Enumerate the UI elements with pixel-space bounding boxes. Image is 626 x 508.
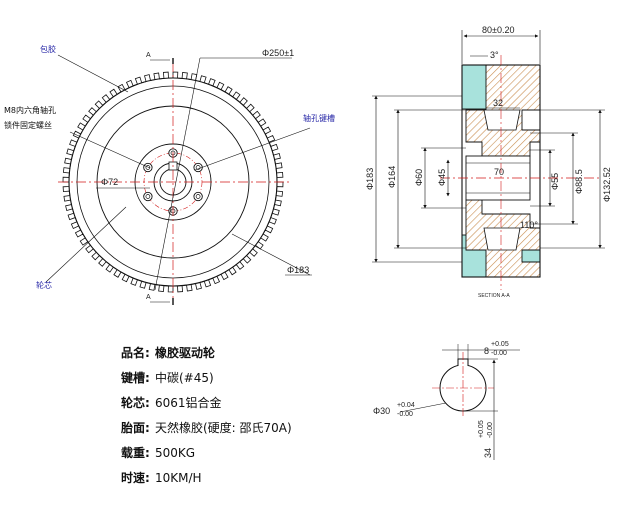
dim-70: 70: [494, 167, 504, 177]
tire-callout: 包胶: [40, 44, 56, 54]
dim-60: Φ60: [414, 169, 424, 186]
spec-name-label: 品名:: [121, 345, 150, 360]
section-label: SECTION A-A: [478, 293, 510, 299]
bolt-hole: [143, 162, 153, 173]
keyway-callout-leader: [194, 127, 311, 171]
dim-45: Φ45: [437, 169, 447, 186]
bolt-hole: [143, 191, 153, 202]
dim-132-52: Φ132.52: [602, 167, 612, 202]
web-cutout-top: [483, 109, 521, 131]
bolt-hole: [193, 191, 203, 202]
dim-32: 32: [493, 98, 503, 108]
angle-top-dim: 3°: [490, 50, 499, 60]
section-mark-label-bottom: A: [146, 294, 151, 301]
dim-164: Φ164: [387, 166, 397, 188]
front-view: A A 包胶 Φ250±1 M8内六角轴孔 锁件固定螺丝 轴孔键槽 Φ72 轮芯…: [4, 44, 335, 305]
web-cutout-bottom: [483, 227, 521, 251]
bore-tol-upper: +0.04: [397, 402, 415, 409]
spec-block: 品名: 橡胶驱动轮 键槽: 中碳(#45) 轮芯: 6061铝合金 胎面: 天然…: [120, 345, 292, 485]
spec-load-label: 载重:: [121, 445, 150, 460]
bore-dim-leader: [399, 402, 447, 413]
section-view: 80±0.20 3° 32 70 110° Φ183 Φ164 Φ60 Φ45 …: [365, 25, 612, 299]
bolt-hole-inner: [145, 165, 151, 170]
bolt-callout-leader: [69, 131, 151, 169]
dim-183: Φ183: [365, 168, 375, 190]
bolt-hole-inner: [195, 194, 201, 199]
spec-name-value: 橡胶驱动轮: [155, 345, 216, 360]
core-diameter-dim: Φ183: [287, 265, 309, 275]
width-dim: 80±0.20: [482, 25, 514, 35]
key-width-dim: 8: [484, 346, 489, 356]
section-mark-label-top: A: [146, 52, 151, 59]
key-depth-tol-upper: +0.05: [478, 420, 485, 438]
core-callout-leader: [45, 206, 127, 283]
bolt-hole-inner: [145, 194, 151, 199]
core-dim-leader: [231, 233, 311, 276]
dim-88-5: Φ88.5: [574, 169, 584, 194]
key-depth-dim: 34: [483, 448, 493, 458]
spec-speed-label: 时速:: [121, 470, 150, 485]
bore-tol-lower: -0.00: [397, 411, 413, 418]
key-width-tol-upper: +0.05: [491, 341, 509, 348]
spec-load-value: 500KG: [155, 446, 195, 460]
spec-keyway-label: 键槽:: [120, 370, 150, 385]
outer-diameter-dim: Φ250±1: [262, 48, 294, 58]
spec-keyway-value: 中碳(#45): [155, 370, 214, 385]
spec-core-value: 6061铝合金: [155, 395, 222, 410]
spec-tread-label: 胎面:: [121, 420, 150, 435]
bolt-callout-line1: M8内六角轴孔: [4, 105, 56, 115]
bolt-hole-inner: [195, 165, 201, 170]
spec-core-label: 轮芯:: [121, 395, 150, 410]
bolt-callout-line2: 锁件固定螺丝: [4, 120, 52, 130]
outer-dim-line: [154, 57, 201, 291]
key-width-tol-lower: -0.00: [491, 350, 507, 357]
key-depth-tol-lower: -0.00: [487, 422, 494, 438]
tire-callout-leader: [57, 54, 129, 93]
bore-dim: Φ30: [373, 406, 390, 416]
core-callout: 轮芯: [36, 280, 52, 290]
keyway-detail: 8 +0.05 -0.00 Φ30 +0.04 -0.00 34 +0.05 -…: [373, 341, 520, 460]
keyway-callout: 轴孔键槽: [303, 113, 335, 123]
spec-tread-value: 天然橡胶(硬度: 邵氏70A): [155, 420, 292, 435]
angle-bottom-dim: 110°: [520, 220, 538, 230]
spec-speed-value: 10KM/H: [155, 471, 202, 485]
bolt-circle-dim: Φ72: [101, 177, 118, 187]
dim-55: Φ55: [550, 173, 560, 190]
